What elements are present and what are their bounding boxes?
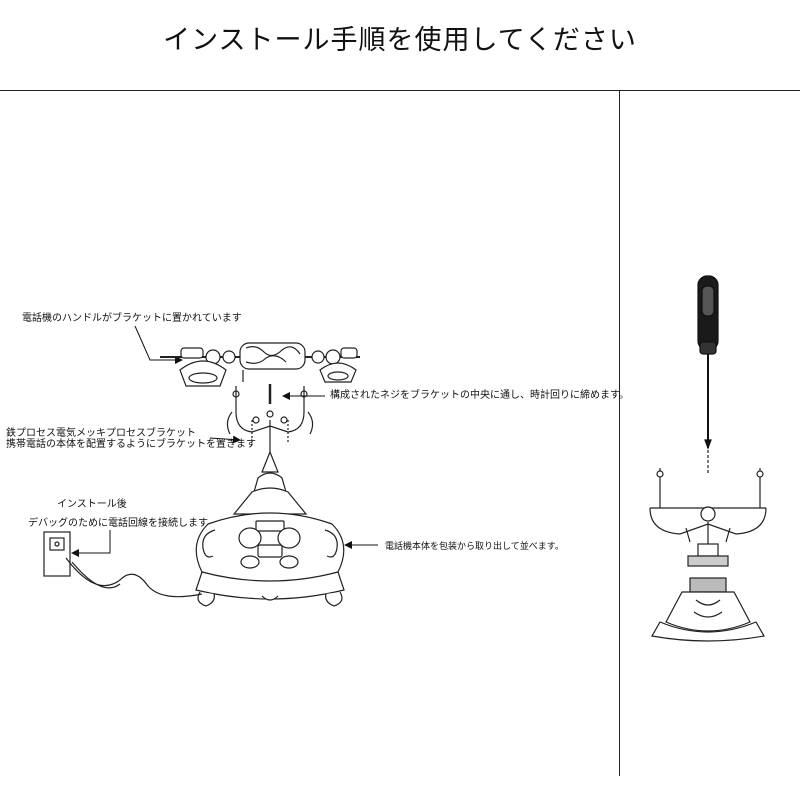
label-after-install: インストール後 [57, 499, 127, 510]
label-body: 電話機本体を包装から取り出して並べます。 [385, 542, 564, 552]
panel-divider [619, 90, 620, 776]
label-bracket-2: 携帯電話の本体を配置するようにブラケットを置きます [6, 439, 256, 450]
bracket-drawing [226, 384, 314, 452]
header-divider [0, 90, 800, 91]
leader-lines [71, 325, 378, 557]
right-bracket-drawing [649, 450, 767, 642]
page-title: インストール手順を使用してください [163, 25, 637, 56]
handset-drawing [160, 342, 360, 387]
label-screw: 構成されたネジをブラケットの中央に通し、時計回りに締めます。 [330, 390, 629, 401]
leader-bracket [209, 435, 241, 444]
label-handle: 電話機のハンドルがブラケットに置かれています [22, 313, 242, 324]
label-debug: デバッグのために電話回線を接続します [28, 518, 208, 529]
wall-socket-drawing [43, 531, 203, 598]
leader-debug [71, 530, 111, 557]
phone-body-drawing [195, 450, 345, 607]
label-bracket-1: 鉄プロセス電気メッキプロセスブラケット [6, 428, 196, 439]
leader-handle [134, 325, 183, 364]
screwdriver-drawing [697, 275, 719, 450]
